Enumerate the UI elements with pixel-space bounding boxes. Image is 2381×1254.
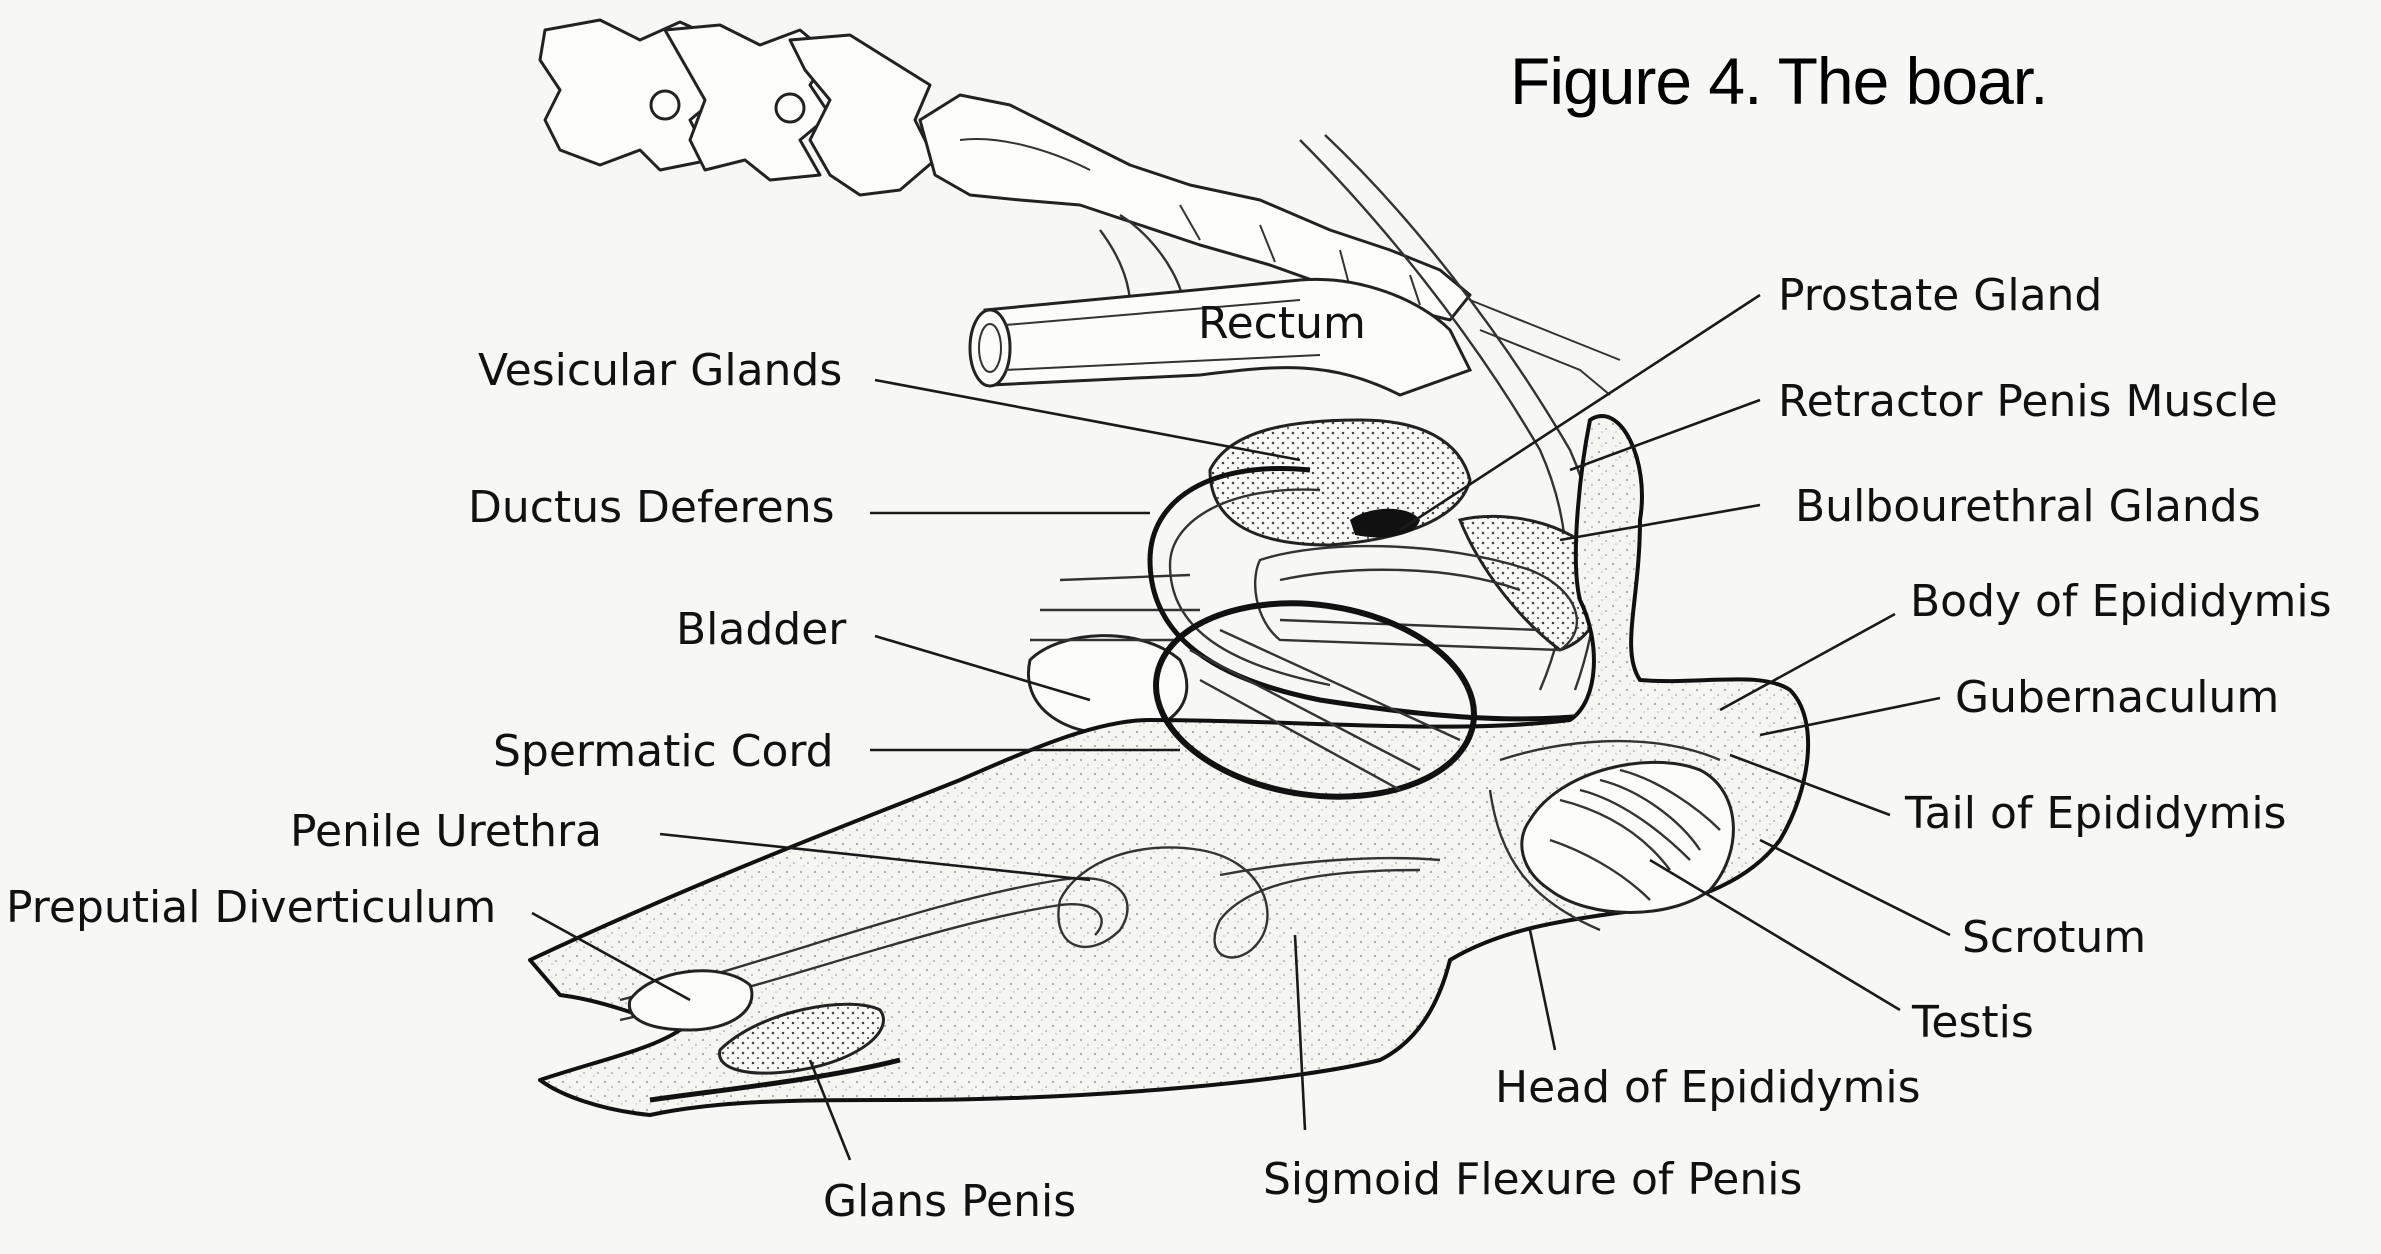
label-tail-of-epididymis: Tail of Epididymis xyxy=(1904,788,2286,839)
label-bladder: Bladder xyxy=(676,604,847,655)
label-glans-penis: Glans Penis xyxy=(823,1176,1076,1227)
label-rectum: Rectum xyxy=(1198,298,1366,349)
label-penile-urethra: Penile Urethra xyxy=(290,806,602,857)
label-vesicular-glands: Vesicular Glands xyxy=(478,345,842,396)
label-retractor-penis-muscle: Retractor Penis Muscle xyxy=(1778,376,2278,427)
label-gubernaculum: Gubernaculum xyxy=(1955,672,2279,723)
label-testis: Testis xyxy=(1911,997,2034,1048)
label-bulbourethral-glands: Bulbourethral Glands xyxy=(1795,481,2261,532)
label-sigmoid-flexure: Sigmoid Flexure of Penis xyxy=(1263,1154,1802,1205)
label-scrotum: Scrotum xyxy=(1962,912,2146,963)
label-body-of-epididymis: Body of Epididymis xyxy=(1910,576,2332,627)
label-spermatic-cord: Spermatic Cord xyxy=(493,726,834,777)
figure-title: Figure 4. The boar. xyxy=(1510,44,2047,118)
label-ductus-deferens: Ductus Deferens xyxy=(468,482,835,533)
label-preputial-diverticulum: Preputial Diverticulum xyxy=(6,882,496,933)
label-head-of-epididymis: Head of Epididymis xyxy=(1495,1062,1921,1113)
label-prostate-gland: Prostate Gland xyxy=(1778,270,2102,321)
vesicular-glands xyxy=(1210,420,1470,545)
anatomy-illustration xyxy=(530,20,1808,1115)
